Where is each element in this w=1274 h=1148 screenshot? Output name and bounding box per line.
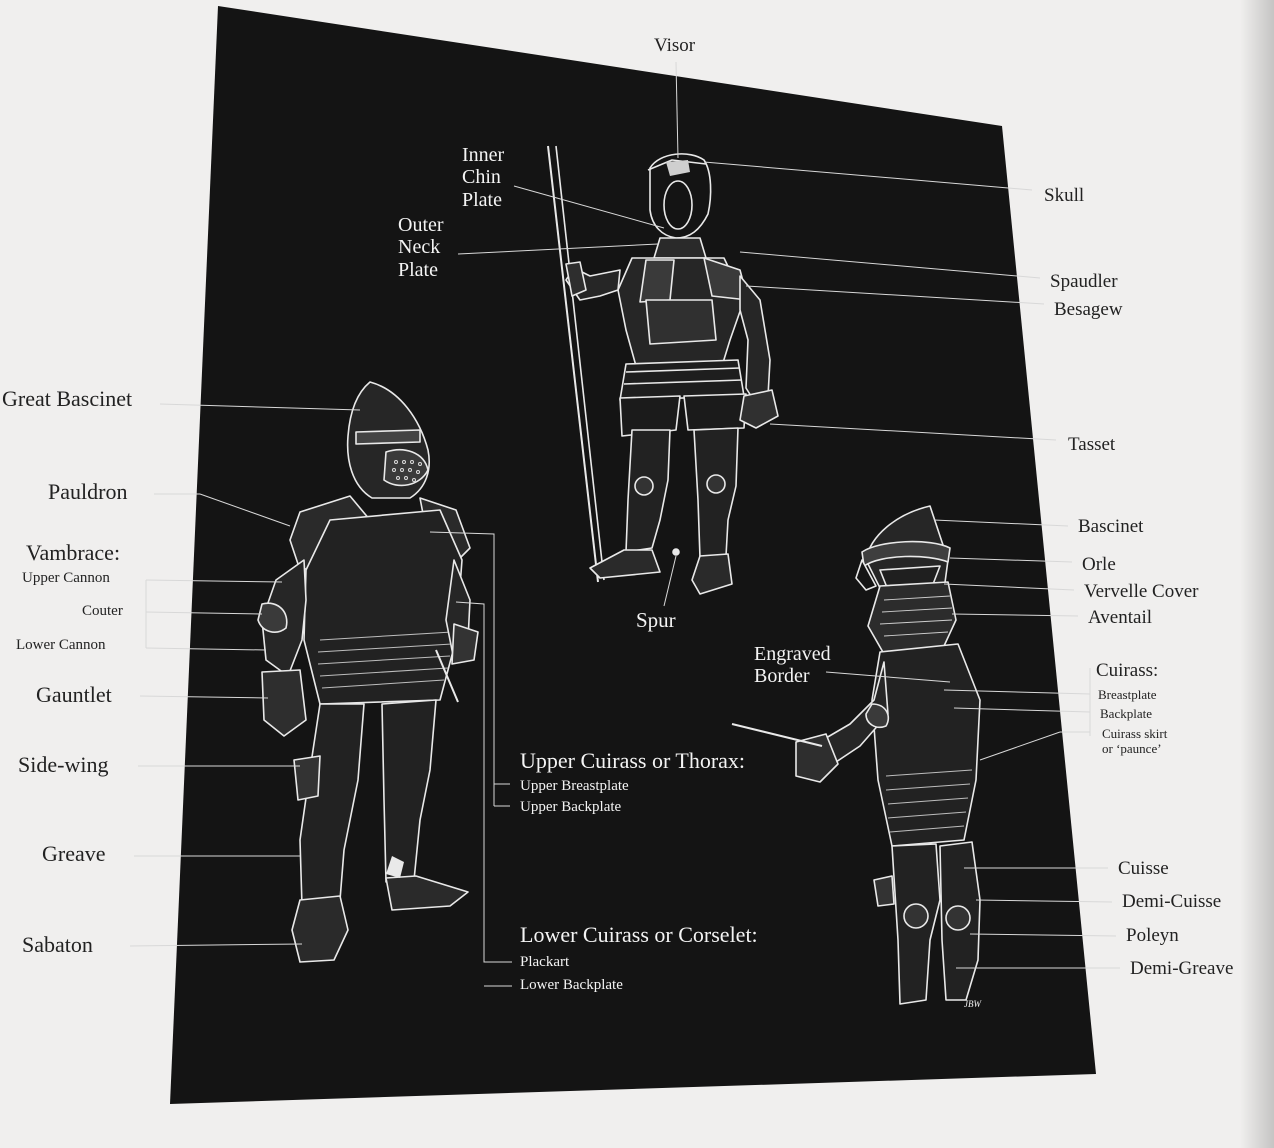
label-greave: Greave bbox=[42, 843, 106, 865]
label-tasset: Tasset bbox=[1068, 435, 1115, 454]
label-breastplate: Breastplate bbox=[1098, 688, 1156, 701]
label-demi-greave: Demi-Greave bbox=[1130, 959, 1233, 978]
label-great-bascinet: Great Bascinet bbox=[2, 388, 132, 410]
artist-signature: JBW bbox=[964, 1000, 981, 1009]
label-plackart: Plackart bbox=[520, 955, 569, 970]
label-vambrace: Vambrace: bbox=[26, 542, 120, 564]
label-lower-backplate: Lower Backplate bbox=[520, 978, 623, 993]
label-inner-chin-plate: Inner Chin Plate bbox=[462, 144, 504, 211]
page-edge-shadow bbox=[1240, 0, 1274, 1148]
label-engraved-border: Engraved Border bbox=[754, 643, 831, 688]
label-cuirass-skirt: Cuirass skirt or ‘paunce’ bbox=[1102, 727, 1167, 756]
label-side-wing: Side-wing bbox=[18, 754, 108, 776]
label-poleyn: Poleyn bbox=[1126, 926, 1179, 945]
label-upper-breastplate: Upper Breastplate bbox=[520, 779, 629, 794]
label-orle: Orle bbox=[1082, 555, 1116, 574]
label-sabaton: Sabaton bbox=[22, 934, 93, 956]
label-bascinet: Bascinet bbox=[1078, 517, 1143, 536]
label-upper-backplate: Upper Backplate bbox=[520, 800, 621, 815]
label-aventail: Aventail bbox=[1088, 608, 1152, 627]
label-besagew: Besagew bbox=[1054, 300, 1123, 319]
label-cuisse: Cuisse bbox=[1118, 859, 1169, 878]
label-vervelle-cover: Vervelle Cover bbox=[1084, 582, 1198, 601]
label-couter: Couter bbox=[82, 604, 123, 619]
label-skull: Skull bbox=[1044, 186, 1084, 205]
label-demi-cuisse: Demi-Cuisse bbox=[1122, 892, 1221, 911]
label-upper-cuirass: Upper Cuirass or Thorax: bbox=[520, 750, 745, 772]
label-lower-cannon: Lower Cannon bbox=[16, 638, 106, 653]
label-outer-neck-plate: Outer Neck Plate bbox=[398, 214, 444, 281]
label-gauntlet: Gauntlet bbox=[36, 684, 112, 706]
label-cuirass: Cuirass: bbox=[1096, 661, 1158, 680]
label-visor: Visor bbox=[654, 36, 695, 55]
label-pauldron: Pauldron bbox=[48, 481, 127, 503]
label-upper-cannon: Upper Cannon bbox=[22, 571, 110, 586]
label-spur: Spur bbox=[636, 610, 676, 631]
label-lower-cuirass: Lower Cuirass or Corselet: bbox=[520, 924, 758, 946]
label-backplate: Backplate bbox=[1100, 707, 1152, 720]
label-spaudler: Spaudler bbox=[1050, 272, 1118, 291]
